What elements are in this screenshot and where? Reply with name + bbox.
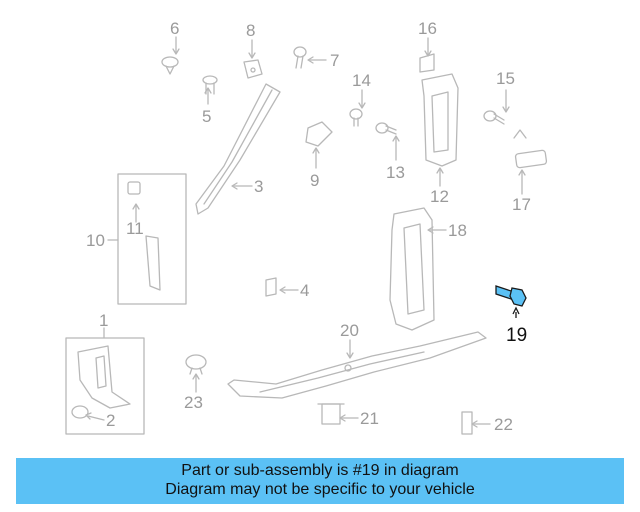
part-14-clip	[349, 108, 363, 127]
part-5-screw	[202, 75, 218, 95]
part-19-bolt-highlighted	[495, 285, 527, 318]
callout-17: 17	[512, 195, 531, 214]
info-banner: Part or sub-assembly is #19 in diagram D…	[16, 458, 624, 504]
callout-21: 21	[360, 409, 379, 428]
callout-6: 6	[170, 19, 180, 38]
callout-7: 7	[330, 51, 340, 70]
part-2-fastener	[71, 405, 89, 419]
group-box-1	[65, 337, 145, 435]
part-18-pillar-lower	[389, 207, 435, 331]
callout-3: 3	[254, 177, 264, 196]
part-13-screw	[375, 122, 397, 135]
leader-lines	[85, 36, 526, 428]
callout-11: 11	[126, 219, 144, 238]
banner-line-part-info: Part or sub-assembly is #19 in diagram	[181, 462, 459, 479]
callout-1: 1	[99, 311, 109, 330]
callout-9: 9	[310, 171, 320, 190]
callout-13: 13	[386, 163, 405, 182]
part-4-clip	[265, 277, 277, 297]
part-7-screw	[293, 46, 307, 69]
callout-22: 22	[494, 415, 513, 434]
part-17-airbag-badge	[513, 129, 548, 169]
callout-2: 2	[106, 411, 116, 430]
part-21-clip	[317, 403, 345, 425]
part-10-trim	[145, 235, 161, 291]
callout-20: 20	[340, 321, 359, 340]
part-23-grommet	[185, 354, 207, 375]
part-11-clip	[127, 181, 141, 195]
callout-4: 4	[300, 281, 310, 300]
part-16-clip	[419, 53, 435, 73]
callout-14: 14	[352, 71, 371, 90]
callout-23: 23	[184, 393, 203, 412]
group-box-10	[117, 173, 187, 305]
part-22-clip	[461, 411, 473, 435]
part-1-kick-panel	[77, 345, 131, 409]
banner-line-disclaimer: Diagram may not be specific to your vehi…	[165, 481, 475, 498]
part-9-cover	[305, 121, 333, 147]
part-12-pillar-upper	[421, 73, 459, 167]
callout-18: 18	[448, 221, 467, 240]
callout-16: 16	[418, 19, 437, 38]
callout-8: 8	[246, 21, 256, 40]
callout-10: 10	[86, 231, 105, 250]
callout-5: 5	[202, 107, 212, 126]
part-6-clip	[161, 56, 179, 75]
part-3-pillar-trim	[195, 83, 281, 215]
part-20-sill-plate	[227, 331, 487, 399]
callout-12: 12	[430, 187, 449, 206]
part-8-bracket	[243, 59, 263, 79]
callout-19: 19	[506, 325, 528, 346]
callout-15: 15	[496, 69, 515, 88]
part-15-screw	[483, 110, 505, 125]
